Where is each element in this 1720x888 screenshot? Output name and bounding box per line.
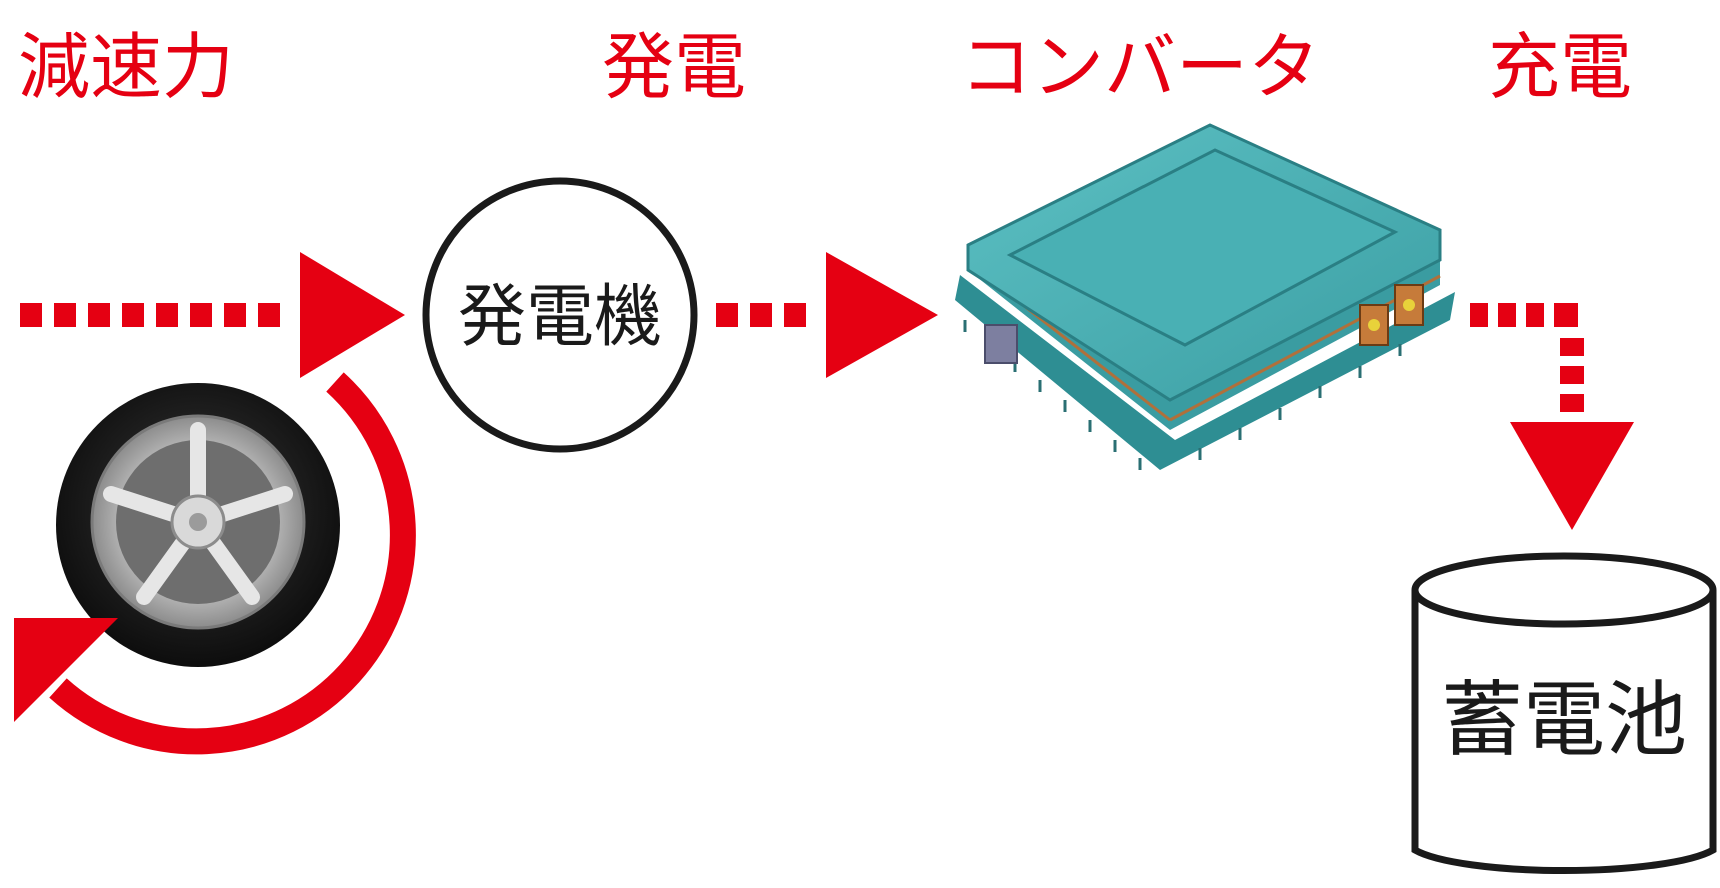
converter-device-icon (955, 123, 1455, 470)
rotation-arrow (14, 372, 416, 755)
wheel-icon (56, 383, 340, 667)
label-generation: 発電 (602, 25, 746, 109)
generator-node: 発電機 (422, 177, 698, 453)
arrow-to-generator (20, 252, 405, 378)
arrow-to-battery (1470, 303, 1634, 530)
generator-label: 発電機 (458, 278, 662, 357)
arrow-to-converter (716, 252, 938, 378)
label-converter: コンバータ (960, 25, 1320, 109)
battery-label: 蓄電池 (1441, 673, 1687, 768)
label-deceleration: 減速力 (18, 25, 234, 109)
battery-cylinder-icon: 蓄電池 (1411, 552, 1717, 875)
label-charging: 充電 (1488, 25, 1632, 109)
